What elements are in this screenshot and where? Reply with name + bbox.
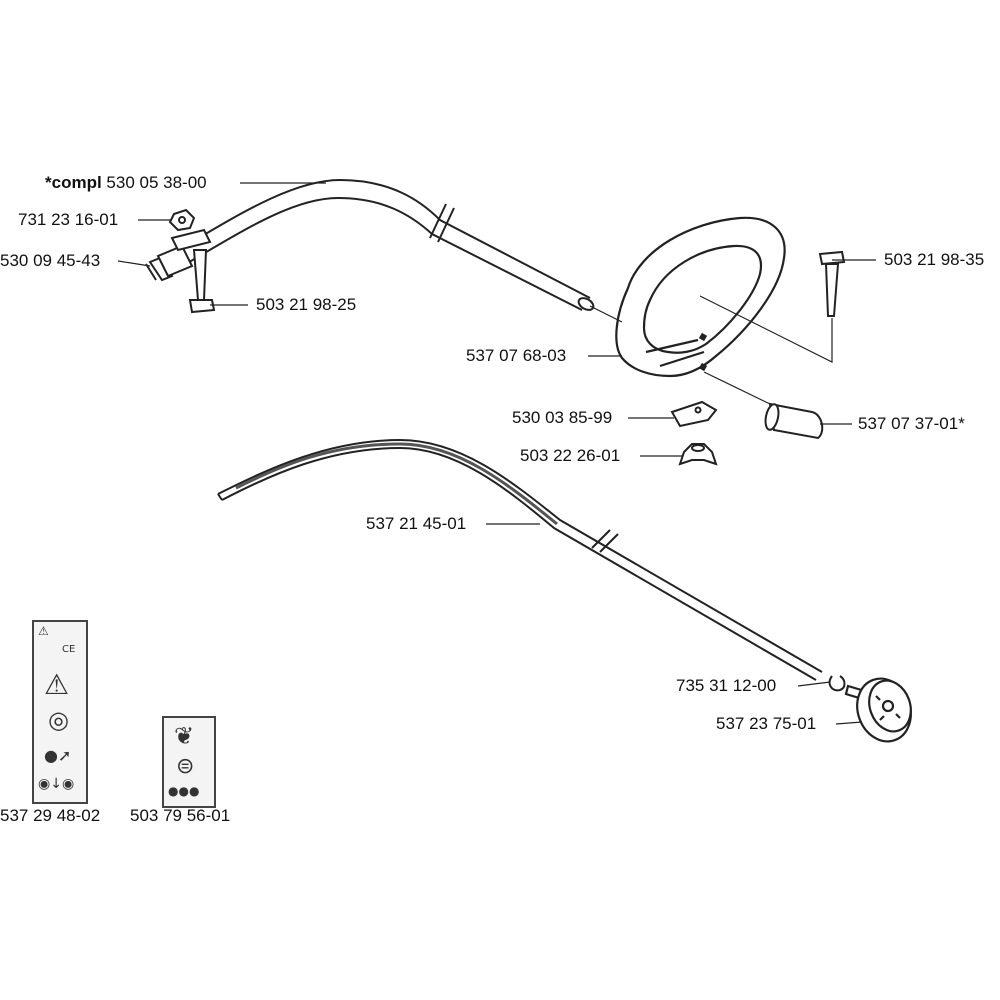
screw-icon (818, 250, 846, 317)
trimmer-line-icon: ❦ (174, 722, 195, 750)
distance-icon: ●➚ (44, 746, 72, 765)
part-label-spacer-left: 530 09 45-43 (0, 251, 101, 270)
warning-triangle-icon: ⚠ (44, 668, 70, 701)
loop-handle (615, 216, 786, 378)
rotation-icon: ●●● (168, 784, 200, 798)
spool-icon: ⊜ (176, 754, 195, 779)
spacer-fitting (145, 244, 194, 282)
part-label-handle-tube-compl: *compl 530 05 38-00 (45, 173, 207, 193)
part-label-loop-handle: 537 07 68-03 (466, 346, 567, 365)
part-label-nut-top: 731 23 16-01 (18, 210, 119, 229)
drive-disc (844, 677, 912, 743)
tube-clamp-bracket (170, 228, 212, 252)
part-label-drive-shaft: 537 21 45-01 (366, 514, 467, 533)
decal-large: ⚠ CE ⚠ ◎ ●➚ ◉↓◉ (32, 620, 88, 804)
part-label-screw-right: 503 21 98-35 (884, 250, 985, 269)
compl-prefix: *compl (45, 173, 102, 192)
screw-icon (188, 249, 216, 314)
part-label-screw-left: 503 21 98-25 (256, 295, 357, 314)
part-label-decal-large: 537 29 48-02 (0, 806, 101, 825)
part-label-circlip: 735 31 12-00 (676, 676, 777, 695)
wing-nut-icon (678, 443, 718, 466)
operator-icon: ◎ (48, 706, 69, 734)
drive-shaft (217, 438, 823, 681)
part-label-decal-small: 503 79 56-01 (130, 806, 231, 825)
part-number: 530 05 38-00 (106, 173, 207, 192)
part-label-wing-nut: 503 22 26-01 (520, 446, 621, 465)
leader-lines (117, 182, 876, 725)
part-label-clamp: 530 03 85-99 (512, 408, 613, 427)
circlip-icon (828, 675, 846, 692)
nut-icon (168, 208, 196, 232)
clamp-plate (670, 400, 718, 428)
part-label-drive-disc: 537 23 75-01 (716, 714, 817, 733)
sleeve-tube (764, 402, 824, 440)
decal-small: ❦ ⊜ ●●● (162, 716, 216, 808)
warning-icon: ⚠ (38, 624, 49, 638)
handle-holes (698, 332, 708, 372)
drive-shaft-core (235, 442, 558, 526)
ce-mark-icon: CE (62, 644, 76, 655)
protective-gear-icon: ◉↓◉ (38, 776, 75, 792)
part-label-sleeve: 537 07 37-01* (858, 414, 965, 433)
handle-tube (167, 178, 595, 311)
